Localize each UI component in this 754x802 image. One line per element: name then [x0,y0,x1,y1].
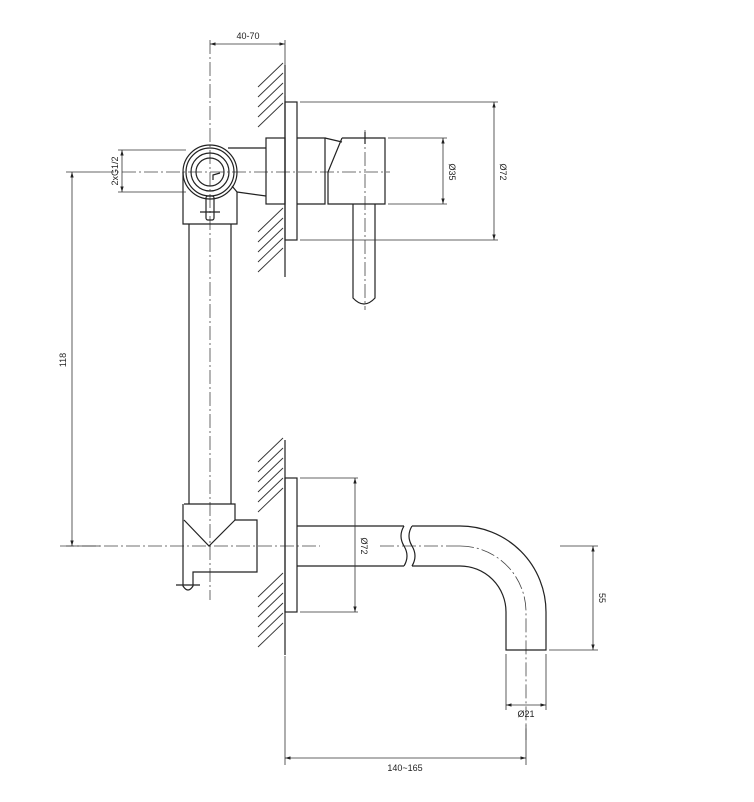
outlet-fitting [176,477,298,613]
centerlines [60,40,527,740]
inlet-fitting [182,144,267,225]
hatch-line [257,467,284,493]
dim-vertical-distance: 118 [58,171,100,547]
label-upper-rosette-diameter: Ø72 [498,163,508,180]
hatch-line [257,102,284,128]
hatch-line [257,207,284,233]
hatch-line [257,82,284,108]
upper-rosette [284,101,298,241]
hatch-line [257,487,284,513]
hatch-line [257,592,284,618]
label-spout-diameter: Ø21 [517,709,534,719]
hatch-line [257,612,284,638]
lower-wall-hatching [257,437,284,648]
hatch-line [257,477,284,503]
label-vertical-distance: 118 [58,353,68,367]
hatch-line [257,72,284,98]
lower-rosette [284,477,298,613]
hatch-line [257,62,284,88]
label-spout-projection: 140~165 [387,763,422,773]
dim-spout-projection: 140~165 [284,656,527,773]
hatch-line [257,217,284,243]
dim-wall-depth: 40-70 [210,31,286,96]
hatch-line [257,447,284,473]
label-connection: 2xG1/2 [110,156,120,185]
mixer-lever [352,204,376,305]
dim-lower-rosette: Ø72 [300,477,369,613]
vertical-pipe [188,224,232,504]
hatch-line [257,602,284,628]
dim-spout-drop: 55 [549,545,607,651]
label-spout-drop: 55 [597,593,607,603]
mixer-body [265,101,386,241]
label-wall-depth: 40-70 [236,31,259,41]
hatch-line [257,227,284,253]
hatch-line [257,247,284,273]
dim-spout-diameter: Ø21 [505,654,547,719]
hatch-line [257,582,284,608]
spout [297,525,547,651]
hatch-line [257,237,284,263]
upper-wall-hatching [257,62,284,273]
hatch-line [257,92,284,118]
dim-upper-rosette: Ø72 [300,101,508,241]
hatch-line [257,622,284,648]
hatch-line [257,457,284,483]
label-handle-diameter: Ø35 [447,163,457,180]
dim-connection: 2xG1/2 [110,149,186,193]
hatch-line [257,572,284,598]
hatch-line [257,437,284,463]
label-lower-rosette-diameter: Ø72 [359,537,369,554]
dim-handle-diameter: Ø35 [388,137,457,205]
